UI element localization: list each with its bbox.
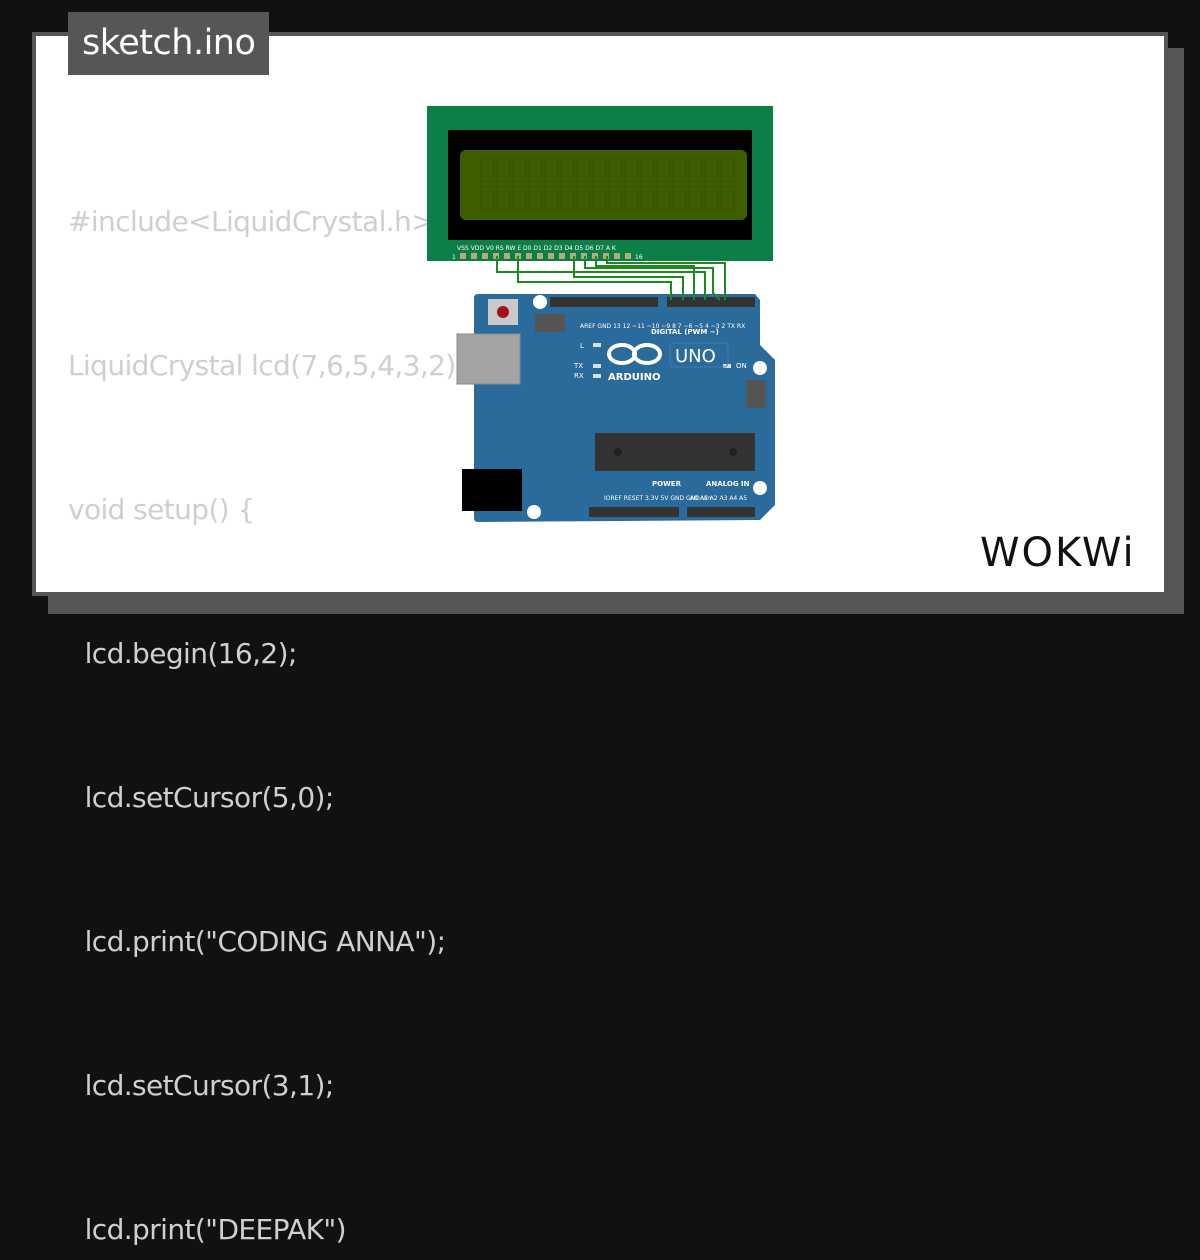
svg-text:RX: RX	[574, 372, 584, 380]
svg-text:IOREF RESET 3.3V 5V GND GND Vi: IOREF RESET 3.3V 5V GND GND Vin	[604, 495, 711, 502]
code-line: lcd.print("DEEPAK")	[68, 1213, 347, 1246]
svg-text:16: 16	[635, 254, 643, 261]
code-line: void setup() {	[68, 493, 255, 526]
lcd-module: VSS VDD V0 RS RW E D0 D1 D2 D3 D4 D5 D6 …	[427, 106, 773, 261]
svg-text:UNO: UNO	[675, 346, 716, 367]
svg-text:L: L	[580, 342, 584, 350]
svg-text:ANALOG IN: ANALOG IN	[706, 480, 750, 488]
svg-text:TX: TX	[573, 362, 583, 370]
wokwi-logo-text: WOKWi	[980, 530, 1136, 576]
svg-text:AREF GND 13 12 ~11 ~10 ~9 8: AREF GND 13 12 ~11 ~10 ~9 8 7 ~6 ~5 4 ~3…	[580, 323, 745, 330]
svg-text:1: 1	[452, 254, 456, 261]
code-line: lcd.print("CODING ANNA");	[68, 925, 446, 958]
svg-text:ARDUINO: ARDUINO	[608, 372, 660, 383]
svg-text:ON: ON	[736, 362, 747, 370]
wokwi-logo: WOKWi	[980, 530, 1136, 576]
code-preview: #include<LiquidCrystal.h> LiquidCrystal …	[68, 102, 465, 1260]
arduino-uno-board: AREF GND 13 12 ~11 ~10 ~9 8 7 ~6 ~5 4 ~3…	[456, 294, 775, 522]
code-line: lcd.begin(16,2);	[68, 637, 298, 670]
code-line: LiquidCrystal lcd(7,6,5,4,3,2);	[68, 349, 465, 382]
svg-text:POWER: POWER	[652, 480, 682, 488]
code-line: lcd.setCursor(3,1);	[68, 1069, 335, 1102]
svg-text:DIGITAL (PWM ~): DIGITAL (PWM ~)	[651, 328, 719, 336]
circuit-diagram: VSS VDD V0 RS RW E D0 D1 D2 D3 D4 D5 D6 …	[427, 106, 775, 522]
wires	[496, 256, 726, 301]
code-line: lcd.setCursor(5,0);	[68, 781, 335, 814]
file-title: sketch.ino	[68, 12, 270, 75]
code-line: #include<LiquidCrystal.h>	[68, 205, 435, 238]
svg-text:VSS VDD V0 RS RW E D0 D1 D2 D: VSS VDD V0 RS RW E D0 D1 D2 D3 D4 D5 D6 …	[457, 245, 617, 252]
svg-text:A0 A1 A2 A3 A4 A5: A0 A1 A2 A3 A4 A5	[690, 495, 747, 502]
